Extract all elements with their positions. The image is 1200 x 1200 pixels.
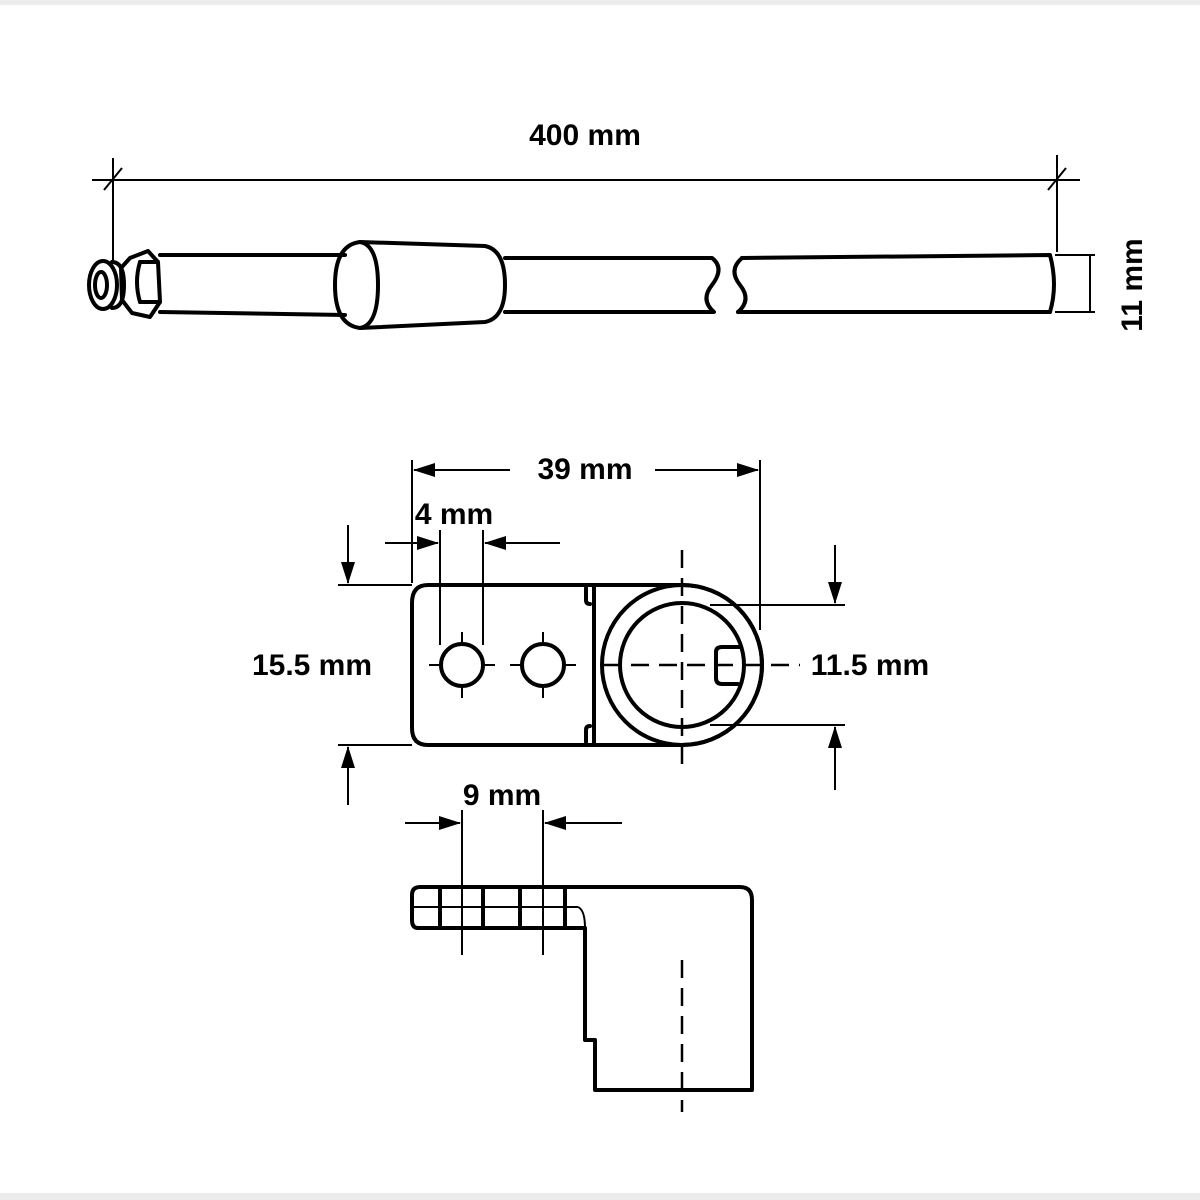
rod-length-label: 400 mm — [529, 119, 641, 152]
bracket-width-label: 39 mm — [537, 453, 632, 486]
hex-nut — [119, 249, 162, 319]
bracket-top-view: 39 mm 4 mm 15.5 mm 11.5 mm — [252, 453, 929, 805]
rod-end-ring — [87, 259, 119, 311]
top-frame — [0, 0, 1200, 5]
sleeve-end — [333, 240, 380, 330]
ring-diameter-label: 11.5 mm — [811, 649, 929, 682]
hole-spacing-label: 9 mm — [463, 779, 541, 812]
rod-view: 400 mm 11 mm — [87, 119, 1149, 332]
sleeve — [358, 240, 507, 330]
mounting-hole-1 — [439, 642, 485, 688]
bracket-side-view: 9 mm — [405, 779, 754, 1112]
hole-size-label: 4 mm — [415, 498, 493, 531]
bracket-side-outline — [410, 885, 754, 1092]
rod-shaft — [736, 253, 1056, 314]
rod-diameter-label: 11 mm — [1116, 238, 1149, 331]
bracket-height-label: 15.5 mm — [252, 649, 372, 682]
bottom-frame — [0, 1193, 1200, 1200]
mounting-hole-2 — [520, 642, 566, 688]
